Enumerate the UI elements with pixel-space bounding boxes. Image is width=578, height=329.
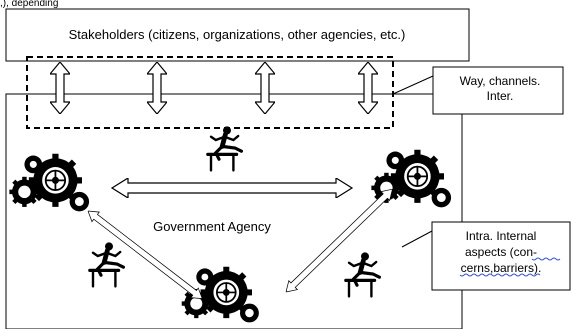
internal-callout-line3: cerns,barriers). <box>461 261 542 275</box>
internal-connector <box>401 230 433 248</box>
channel-arrow-4 <box>358 62 378 114</box>
agency-label: Government Agency <box>153 219 271 234</box>
internal-callout-line1: Intra. Internal <box>466 229 537 243</box>
internal-callout-box <box>431 221 571 291</box>
spellcheck-underline-2 <box>459 273 541 277</box>
channels-connector <box>392 75 434 95</box>
channels-dashed-region <box>26 56 394 129</box>
spellcheck-underline-1 <box>531 257 561 261</box>
stakeholders-box <box>5 8 470 62</box>
channels-callout-box <box>432 66 564 115</box>
channels-callout-line1: Way, channels. <box>460 74 541 88</box>
channels-callout-line2: Inter. <box>487 89 514 103</box>
channel-arrow-1 <box>50 62 70 114</box>
top-fragment: ,), depending <box>0 0 58 9</box>
stakeholders-label: Stakeholders (citizens, organizations, o… <box>69 27 406 42</box>
internal-callout-line2: aspects (con- <box>465 245 537 259</box>
channel-arrow-2 <box>147 62 167 114</box>
channel-arrow-3 <box>255 62 275 114</box>
